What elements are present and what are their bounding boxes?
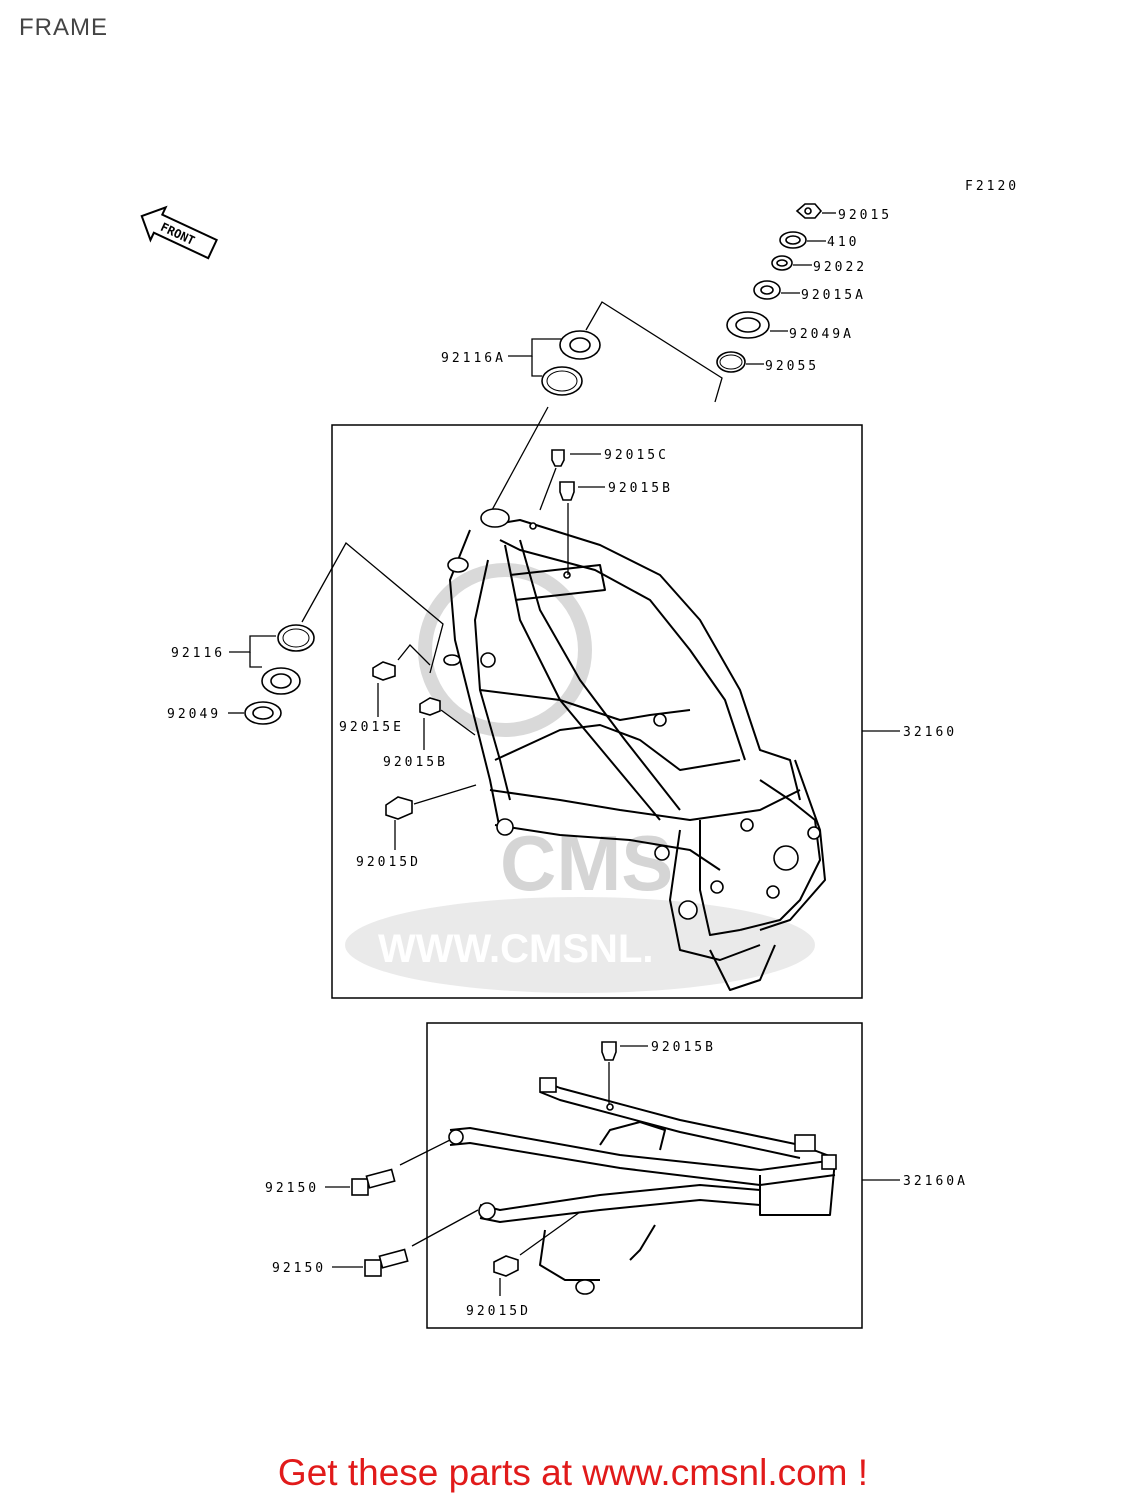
callout-92015: 92015 xyxy=(838,208,892,223)
callout-92116: 92116 xyxy=(171,646,225,661)
bolt-92015b-mid xyxy=(419,697,441,716)
cms-watermark: CMS WWW.CMSNL. xyxy=(345,563,815,993)
watermark-logo-text: CMS xyxy=(500,819,673,907)
callout-92015b-mid: 92015B xyxy=(383,755,448,770)
callout-92150-a: 92150 xyxy=(265,1181,319,1196)
callout-92015b-top: 92015B xyxy=(608,481,673,496)
bearing-92116a xyxy=(541,330,601,396)
bolt-92015e xyxy=(372,661,396,681)
seal-92049 xyxy=(244,701,282,725)
callout-92015b-sub: 92015B xyxy=(651,1040,716,1055)
callout-92150-b: 92150 xyxy=(272,1261,326,1276)
subframe-32160a xyxy=(448,1077,837,1295)
bolt-92015b-top xyxy=(559,481,575,501)
frame-32160-box xyxy=(331,424,863,999)
bolt-92150-upper xyxy=(351,1168,396,1196)
callout-92049a: 92049A xyxy=(789,327,854,342)
bearing-92116 xyxy=(261,624,315,695)
callout-92015a: 92015A xyxy=(801,288,866,303)
callout-410: 410 xyxy=(827,235,859,250)
callout-92015d-top: 92015D xyxy=(356,855,421,870)
callout-92015c: 92015C xyxy=(604,448,669,463)
watermark-url-text: WWW.CMSNL. xyxy=(378,927,654,971)
callout-92055: 92055 xyxy=(765,359,819,374)
bolt-92150-lower xyxy=(364,1248,409,1277)
callout-92015d-sub: 92015D xyxy=(466,1304,531,1319)
callout-32160a: 32160A xyxy=(903,1174,968,1189)
subframe-32160a-box xyxy=(426,1022,863,1329)
steering-stem-parts xyxy=(716,203,823,373)
callout-32160: 32160 xyxy=(903,725,957,740)
callout-92015e: 92015E xyxy=(339,720,404,735)
figure-code: F2120 xyxy=(965,179,1019,194)
bolt-92015d-top xyxy=(385,796,413,820)
bolt-92015b-sub xyxy=(601,1041,617,1061)
callout-92116a: 92116A xyxy=(441,351,506,366)
callout-92022: 92022 xyxy=(813,260,867,275)
bolt-92015c xyxy=(551,449,565,467)
get-parts-link[interactable]: Get these parts at www.cmsnl.com ! xyxy=(277,1452,869,1493)
page-title: FRAME xyxy=(19,14,108,41)
bolt-92015d-sub xyxy=(493,1255,519,1277)
callout-92049: 92049 xyxy=(167,707,221,722)
main-frame-32160 xyxy=(443,508,826,991)
front-arrow-icon: FRONT xyxy=(140,205,218,260)
